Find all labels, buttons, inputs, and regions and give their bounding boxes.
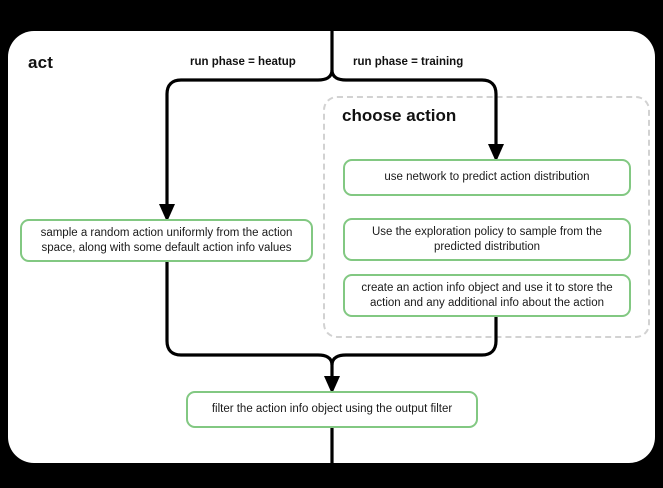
panel-title: act [28, 53, 54, 72]
process-box-exploration-policy[interactable]: Use the exploration policy to sample fro… [343, 218, 631, 261]
process-box-predict-distribution[interactable]: use network to predict action distributi… [343, 159, 631, 196]
process-box-label: sample a random action uniformly from th… [40, 226, 293, 254]
process-box-output-filter[interactable]: filter the action info object using the … [186, 391, 478, 428]
choose-action-group-title: choose action [342, 106, 457, 125]
process-box-create-action-info[interactable]: create an action info object and use it … [343, 274, 631, 317]
process-box-sample-random-action[interactable]: sample a random action uniformly from th… [20, 219, 313, 262]
edge-label-training: run phase = training [353, 56, 464, 68]
process-box-label: create an action info object and use it … [361, 281, 613, 309]
edge-label-heatup: run phase = heatup [190, 56, 296, 68]
process-box-label: Use the exploration policy to sample fro… [371, 225, 603, 253]
process-box-label: filter the action info object using the … [211, 403, 453, 415]
process-box-label: use network to predict action distributi… [384, 171, 590, 183]
